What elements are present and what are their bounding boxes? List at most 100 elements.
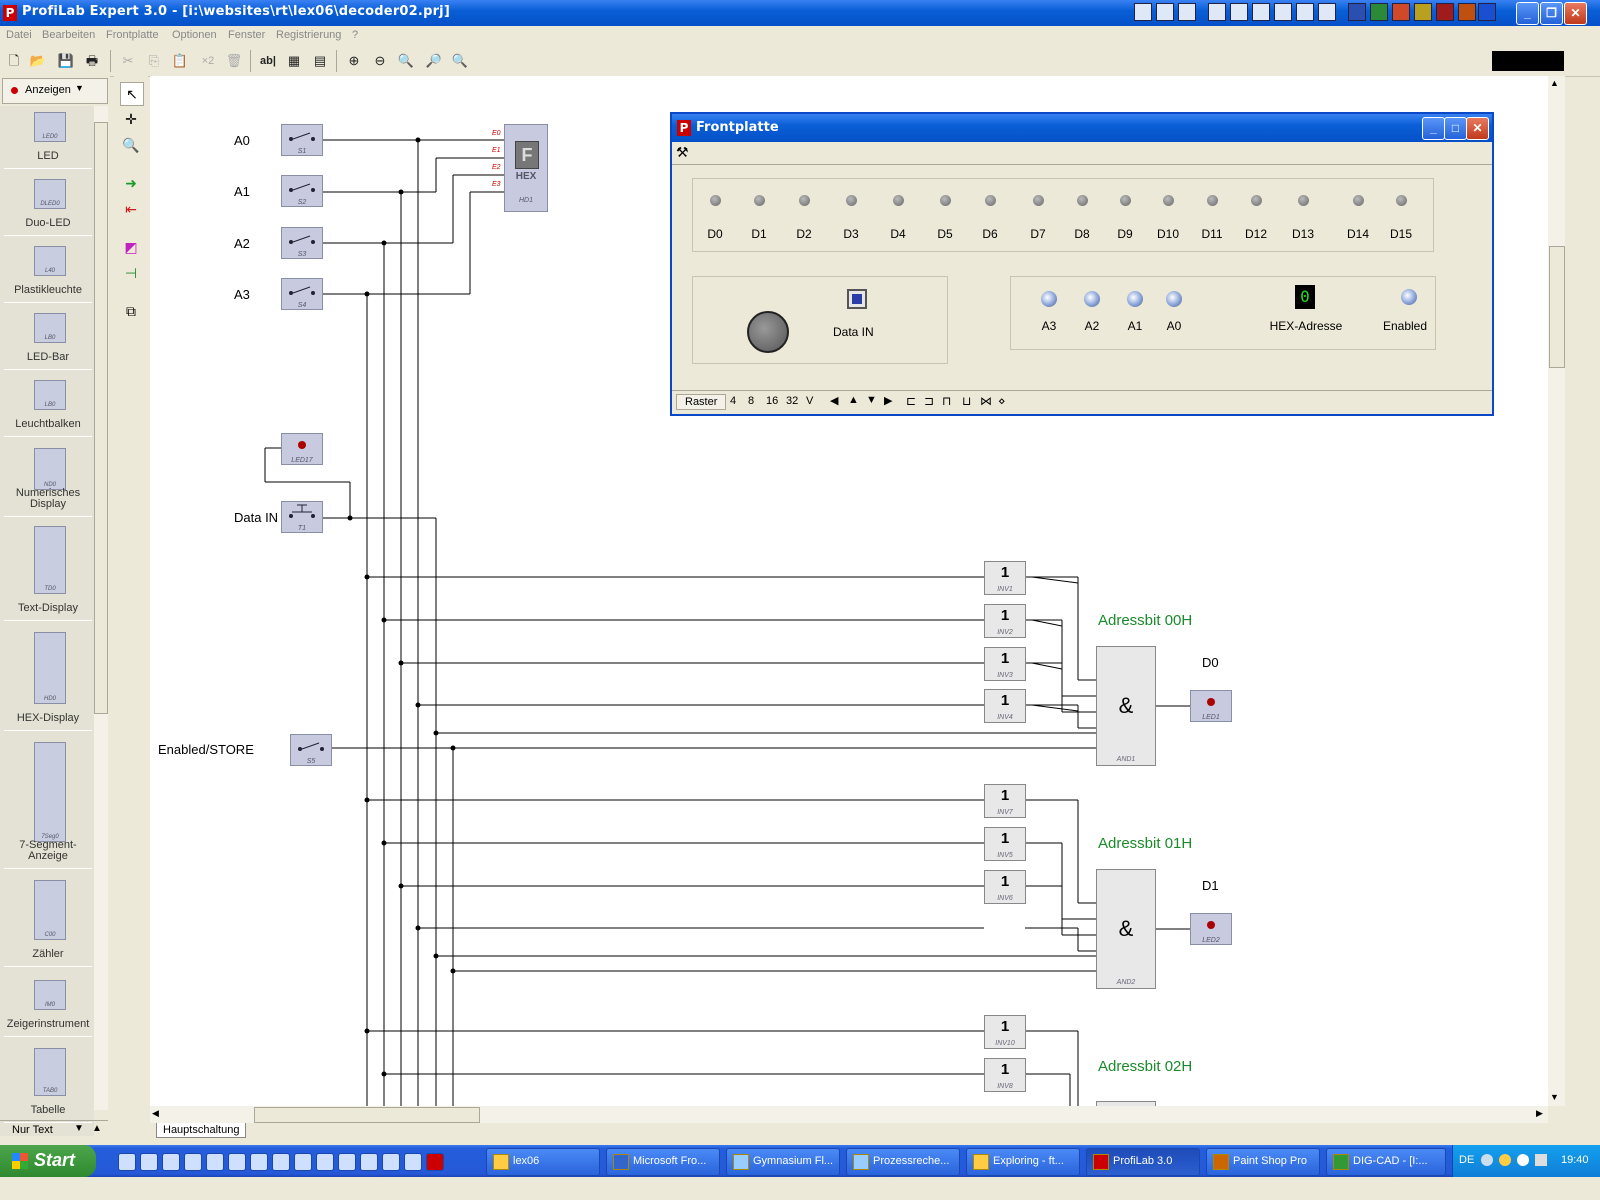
led-d0[interactable]: LED1: [1190, 690, 1232, 722]
quicklaunch-icon[interactable]: [294, 1153, 312, 1171]
profilab-quicklaunch-icon[interactable]: [426, 1153, 444, 1171]
tray-icon[interactable]: [1499, 1154, 1511, 1166]
palette-scrollbar[interactable]: [94, 106, 108, 1110]
palette-filter[interactable]: Nur Text ▼ ▲: [0, 1120, 108, 1139]
zoom-reset-icon[interactable]: 🔍: [451, 53, 469, 68]
quicklaunch-icon[interactable]: [118, 1153, 136, 1171]
switch-a3[interactable]: S4: [281, 278, 323, 310]
tray-icon[interactable]: [1318, 3, 1336, 21]
bus-icon[interactable]: ⊣: [124, 265, 138, 281]
arrow-down-icon[interactable]: ▼: [866, 394, 877, 406]
quicklaunch-icon[interactable]: [184, 1153, 202, 1171]
start-button[interactable]: Start: [0, 1145, 96, 1177]
open-folder-icon[interactable]: 📂: [29, 53, 47, 68]
and-gate[interactable]: &AND2: [1096, 869, 1156, 989]
menu-fenster[interactable]: Fenster: [228, 29, 266, 41]
and-gate[interactable]: [1096, 1101, 1156, 1106]
tray-icon[interactable]: [1481, 1154, 1493, 1166]
tab-hauptschaltung[interactable]: Hauptschaltung: [156, 1123, 247, 1138]
quicklaunch-icon[interactable]: [250, 1153, 268, 1171]
switch-a0[interactable]: S1: [281, 124, 323, 156]
list-icon[interactable]: ▤: [313, 53, 327, 68]
text-tool-button[interactable]: ab|: [260, 55, 276, 67]
tray-icon[interactable]: [1156, 3, 1174, 21]
data-in-button[interactable]: [847, 289, 867, 309]
tray-icon[interactable]: [1178, 3, 1196, 21]
scroll-left-icon[interactable]: ◀: [152, 1108, 159, 1118]
output-arrow-icon[interactable]: ⇤: [125, 201, 137, 217]
grid-icon[interactable]: ▦: [287, 53, 301, 68]
language-indicator[interactable]: DE: [1459, 1154, 1475, 1166]
quicklaunch-icon[interactable]: [206, 1153, 224, 1171]
align-top-icon[interactable]: ⊔: [962, 394, 972, 408]
tray-icon[interactable]: [1478, 3, 1496, 21]
quicklaunch-icon[interactable]: [272, 1153, 290, 1171]
scroll-right-icon[interactable]: ▶: [1536, 1108, 1543, 1118]
cut-icon[interactable]: ✂: [122, 53, 134, 68]
arrow-left-icon[interactable]: ◀: [830, 395, 839, 407]
horizontal-scrollbar[interactable]: ◀ ▶: [150, 1106, 1548, 1123]
grid-option-v[interactable]: V: [806, 395, 814, 407]
macro-icon[interactable]: ⧉: [126, 303, 136, 319]
app-icon[interactable]: P: [3, 5, 17, 21]
align-middle-icon[interactable]: ⋈: [980, 394, 992, 408]
hi-lo-icon[interactable]: ◩: [124, 239, 138, 255]
quicklaunch-icon[interactable]: [162, 1153, 180, 1171]
switch-enabled[interactable]: S5: [290, 734, 332, 766]
tray-icon[interactable]: [1274, 3, 1292, 21]
save-icon[interactable]: 💾: [57, 53, 75, 68]
maximize-button[interactable]: □: [1444, 117, 1467, 140]
task-button[interactable]: Exploring - ft...: [966, 1148, 1080, 1176]
task-button[interactable]: Microsoft Fro...: [606, 1148, 720, 1176]
quicklaunch-icon[interactable]: [382, 1153, 400, 1171]
zoom-in-icon[interactable]: ⊕: [348, 53, 360, 68]
paste-icon[interactable]: 📋: [171, 53, 189, 68]
close-button[interactable]: ✕: [1466, 117, 1489, 140]
led17[interactable]: LED17: [281, 433, 323, 465]
scrollbar-thumb[interactable]: [254, 1107, 480, 1123]
menu-datei[interactable]: Datei: [6, 29, 32, 41]
task-button[interactable]: Prozessreche...: [846, 1148, 960, 1176]
mail-icon[interactable]: [1208, 3, 1226, 21]
tray-icon[interactable]: [1414, 3, 1432, 21]
zoom-out-icon[interactable]: ⊖: [374, 53, 386, 68]
task-button[interactable]: Gymnasium Fl...: [726, 1148, 840, 1176]
menu-frontplatte[interactable]: Frontplatte: [106, 29, 159, 41]
switch-a2[interactable]: S3: [281, 227, 323, 259]
button-data-in[interactable]: T1: [281, 501, 323, 533]
category-dropdown[interactable]: Anzeigen ▼: [2, 78, 108, 104]
menu-registrierung[interactable]: Registrierung: [276, 29, 342, 41]
arrow-down-icon[interactable]: ▼: [74, 1123, 84, 1134]
switch-a1[interactable]: S2: [281, 175, 323, 207]
tray-icon[interactable]: [1230, 3, 1248, 21]
task-button[interactable]: lex06: [486, 1148, 600, 1176]
minimize-button[interactable]: _: [1422, 117, 1445, 140]
arrow-right-icon[interactable]: ▶: [884, 395, 893, 407]
quicklaunch-icon[interactable]: [316, 1153, 334, 1171]
input-arrow-icon[interactable]: ➜: [125, 175, 137, 191]
tray-icon[interactable]: [1296, 3, 1314, 21]
magnifier-icon[interactable]: 🔍: [122, 137, 140, 153]
align-right-icon[interactable]: ⊓: [942, 394, 952, 408]
hex-display[interactable]: F HEX HD1: [504, 124, 548, 212]
zoom-icon[interactable]: 🔍: [397, 53, 415, 68]
delete-icon[interactable]: 🗑: [225, 53, 243, 68]
menu-optionen[interactable]: Optionen: [172, 29, 217, 41]
new-file-icon[interactable]: 🗋: [8, 53, 20, 68]
copy-icon[interactable]: ⎘: [148, 53, 160, 68]
tray-icon[interactable]: [1134, 3, 1152, 21]
rotary-knob[interactable]: [747, 311, 789, 353]
network-icon[interactable]: [1535, 1154, 1547, 1166]
tools-icon[interactable]: ⚒: [676, 144, 689, 160]
